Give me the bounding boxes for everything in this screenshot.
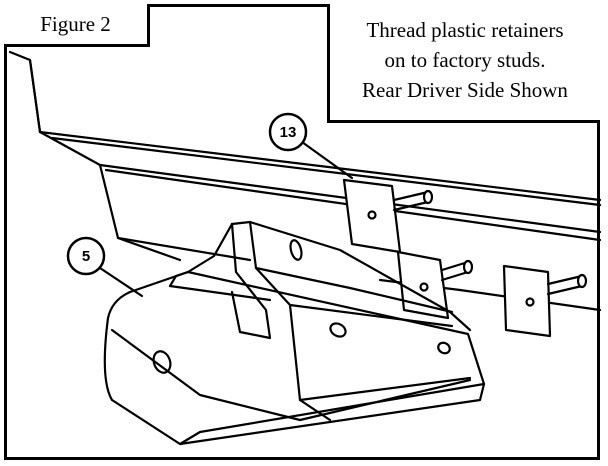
leader-line-13 <box>300 140 354 180</box>
note-line-2: on to factory studs. <box>384 48 546 72</box>
callout-13-number: 13 <box>280 124 297 141</box>
bracket-assembly <box>103 220 486 446</box>
retainer-plate-3 <box>502 264 588 338</box>
retainer-plate-1 <box>342 178 434 254</box>
note-line-1: Thread plastic retainers <box>366 18 564 42</box>
callout-13: 13 <box>268 112 308 152</box>
callout-5: 5 <box>66 236 106 276</box>
callout-5-number: 5 <box>82 248 90 265</box>
leader-line-5 <box>98 266 144 298</box>
instruction-note: Thread plastic retainers on to factory s… <box>327 4 600 123</box>
figure-label: Figure 2 <box>4 4 150 47</box>
note-line-3: Rear Driver Side Shown <box>362 78 568 102</box>
